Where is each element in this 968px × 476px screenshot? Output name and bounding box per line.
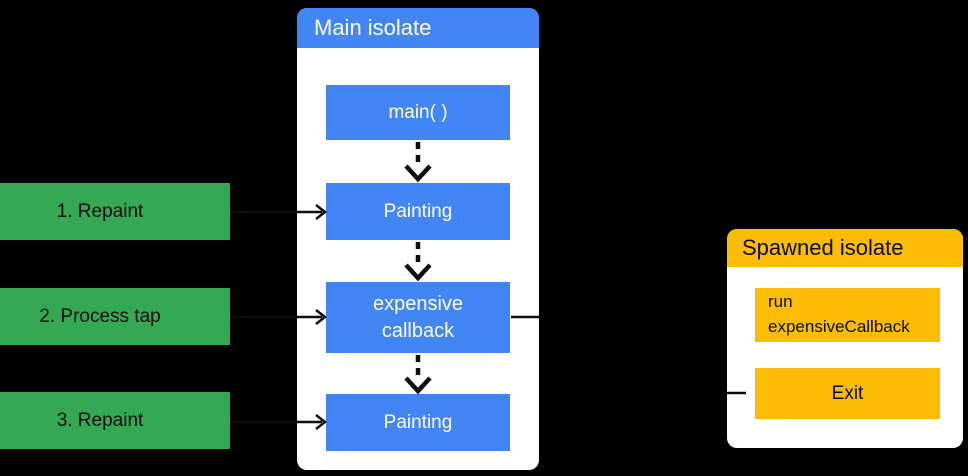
step-label: 2. Process tap	[39, 305, 161, 327]
node-expensive-callback: expensive callback	[326, 282, 510, 353]
node-painting-1: Painting	[326, 183, 510, 240]
main-isolate-title: Main isolate	[314, 15, 432, 40]
node-run-expensive-callback: run expensiveCallback	[755, 288, 940, 342]
node-painting-2: Painting	[326, 394, 510, 451]
main-isolate-header: Main isolate	[297, 8, 539, 48]
node-main: main( )	[326, 85, 510, 140]
step-label: 1. Repaint	[56, 200, 144, 222]
node-exit: Exit	[755, 368, 940, 419]
step-3-repaint: 3. Repaint	[0, 392, 230, 449]
spawned-isolate-title: Spawned isolate	[742, 235, 904, 260]
spawned-isolate-header: Spawned isolate	[727, 229, 963, 267]
step-label: 3. Repaint	[56, 409, 144, 431]
step-1-repaint: 1. Repaint	[0, 183, 230, 240]
step-2-process-tap: 2. Process tap	[0, 288, 230, 345]
